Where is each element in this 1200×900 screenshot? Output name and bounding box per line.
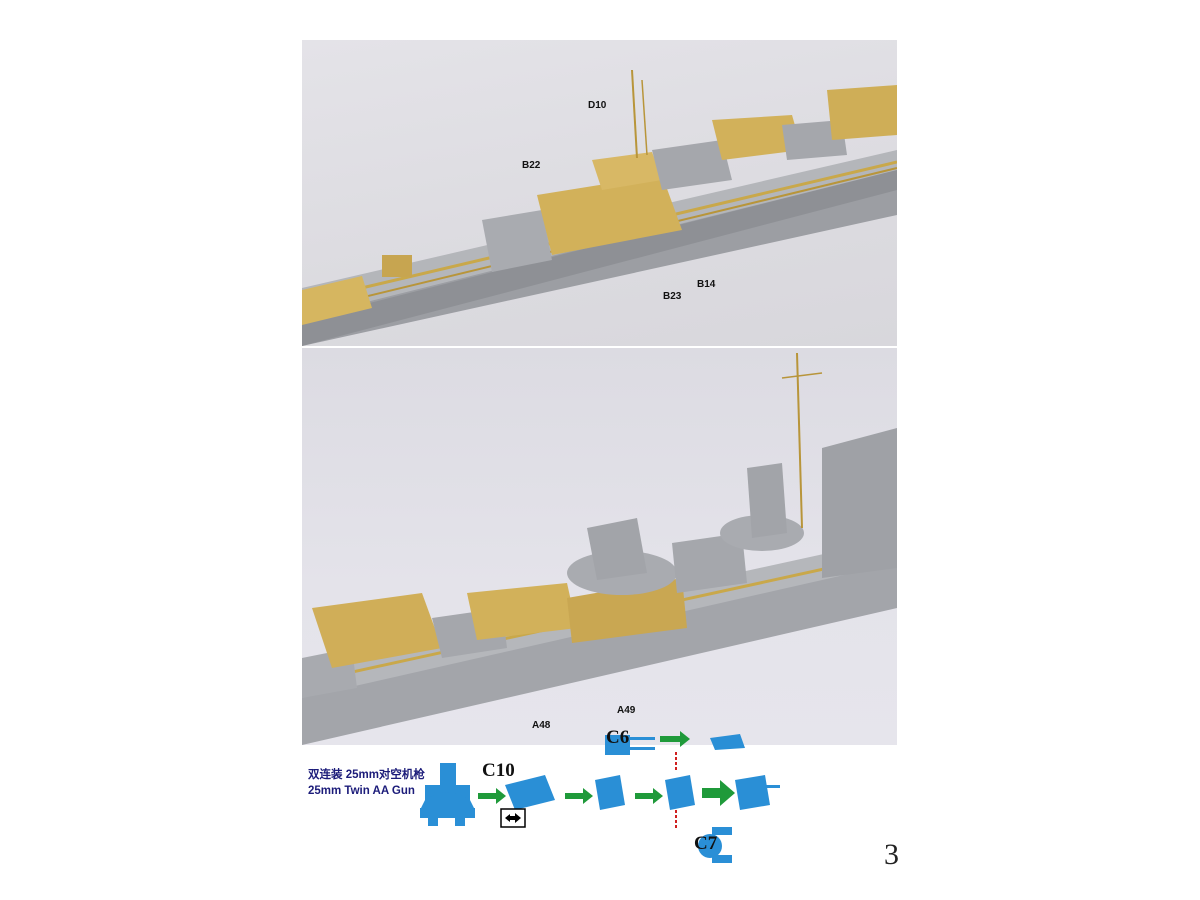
- callout-a49: A49: [617, 705, 636, 716]
- callout-a48: A48: [532, 720, 551, 731]
- callout-d10: D10: [588, 100, 607, 111]
- assembly-step-icons: [505, 734, 780, 863]
- callout-b22: B22: [522, 160, 541, 171]
- assembly-title-cn: 双连装 25mm对空机枪: [308, 769, 425, 781]
- part-label-c7: C7: [694, 833, 718, 854]
- part-label-c10: C10: [482, 760, 515, 781]
- ship-model-image: [302, 69, 897, 346]
- assembly-title-en: 25mm Twin AA Gun: [308, 785, 415, 797]
- callout-b14: B14: [697, 279, 716, 290]
- green-arrow-icons: [478, 731, 735, 806]
- assembly-steps-graphic: [420, 731, 780, 863]
- part-label-c6: C6: [606, 727, 630, 748]
- photo-bottom-destroyer-midship: [302, 348, 897, 745]
- mirror-arrow-icon: [500, 808, 526, 828]
- photo-top-destroyer-bridge: [302, 40, 897, 346]
- callout-b23: B23: [663, 291, 682, 302]
- ship-model-image: [302, 352, 897, 745]
- part-c10-icon: [420, 763, 475, 826]
- page-number: 3: [884, 838, 899, 871]
